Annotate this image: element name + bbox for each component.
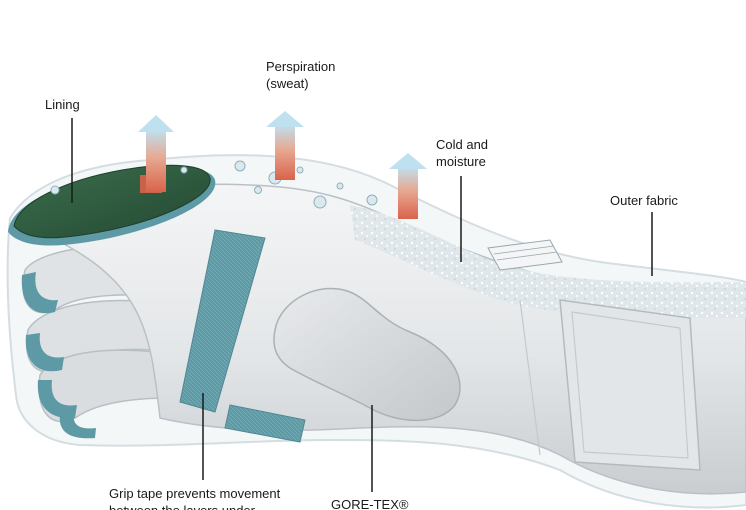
moisture-band: [350, 205, 746, 318]
glove-thumb: [273, 287, 461, 422]
sweat-droplets: [50, 160, 378, 209]
grip-tape-label-line1: Grip tape prevents movement: [109, 486, 281, 501]
lining-label: Lining: [45, 97, 80, 112]
grip-tape-label: Grip tape prevents movement between the …: [109, 485, 280, 510]
perspiration-label-line2: (sweat): [266, 76, 309, 91]
grip-tape: [179, 229, 306, 443]
vent-detail: [487, 239, 563, 271]
cold-moisture-label-line2: moisture: [436, 154, 486, 169]
goretex-label: GORE-TEX®: [331, 497, 409, 510]
leader-lines: [71, 118, 653, 492]
vapor-arrow-1: [138, 115, 174, 192]
perspiration-label: Perspiration (sweat): [266, 58, 335, 92]
outer-fabric-label: Outer fabric: [610, 193, 678, 208]
vapor-arrow-3: [389, 153, 427, 219]
perspiration-label-line1: Perspiration: [266, 59, 336, 74]
vapor-arrow-2: [266, 111, 304, 180]
cold-moisture-label-line1: Cold and: [436, 137, 489, 152]
grip-tape-label-line2: between the layers under: [109, 502, 280, 510]
glove-cuff: [519, 299, 701, 471]
cold-moisture-label: Cold and moisture: [436, 136, 488, 170]
